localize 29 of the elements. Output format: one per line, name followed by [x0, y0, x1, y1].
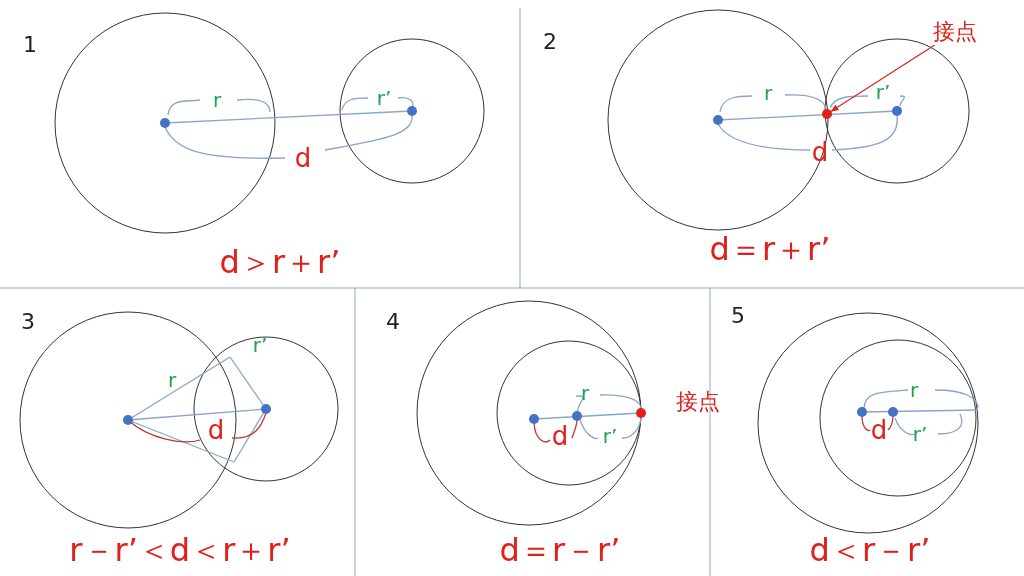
panel-number: 4	[386, 311, 400, 333]
panel-number: 5	[731, 305, 745, 327]
distance-label: d	[551, 423, 569, 449]
distance-label: d	[207, 417, 225, 443]
condition-formula: d＝r－r’	[499, 534, 621, 566]
condition-formula: d＝r＋r’	[709, 233, 831, 265]
panel-number: 1	[23, 34, 37, 56]
radius-label: r	[580, 383, 590, 403]
condition-formula: d＜r－r’	[809, 534, 931, 566]
radius-label: r’	[912, 424, 928, 444]
distance-label: d	[870, 417, 888, 443]
radius-label: r	[167, 370, 177, 390]
tangent-point-label: 接点	[676, 391, 720, 413]
condition-formula: d＞r＋r’	[219, 246, 341, 278]
radius-label: r	[212, 90, 222, 110]
radius-label: r	[909, 380, 919, 400]
radius-label: r	[763, 83, 773, 103]
leader-arrow	[830, 44, 936, 112]
radius-label: r’	[875, 82, 891, 102]
distance-label: d	[294, 145, 312, 171]
panel-number: 3	[21, 311, 35, 333]
radius-label: r’	[376, 88, 392, 108]
panel-number: 2	[543, 31, 557, 53]
tangent-point	[822, 109, 832, 119]
condition-formula: r－r’＜d＜r＋r’	[69, 534, 291, 566]
tangent-point-label: 接点	[933, 21, 977, 43]
radius-label: r’	[252, 335, 268, 355]
radius-label: r’	[602, 426, 618, 446]
distance-label: d	[811, 139, 829, 165]
